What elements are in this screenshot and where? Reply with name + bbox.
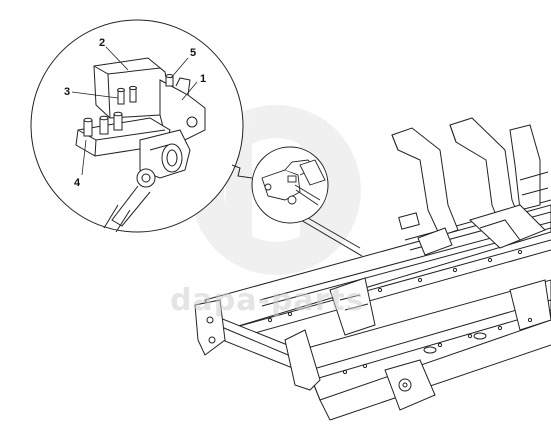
callout-number-3: 3 <box>64 86 70 98</box>
callout-number-1: 1 <box>200 73 206 85</box>
callout-label-5: 5 <box>190 47 196 59</box>
detail-circle-small <box>251 146 329 224</box>
callout-number-5: 5 <box>190 47 196 59</box>
chassis-frame <box>194 199 551 421</box>
callout-label-1: 1 <box>200 73 206 85</box>
bracket-assembly <box>75 57 206 233</box>
callout-number-4: 4 <box>74 177 81 189</box>
support-arms <box>391 117 549 256</box>
watermark-text: dapa-parts <box>170 283 365 318</box>
callout-leaders <box>71 46 198 176</box>
callout-label-2: 2 <box>99 37 105 49</box>
callout-label-4: 4 <box>74 177 81 189</box>
callout-label-3: 3 <box>64 86 70 98</box>
callout-number-2: 2 <box>99 37 105 49</box>
